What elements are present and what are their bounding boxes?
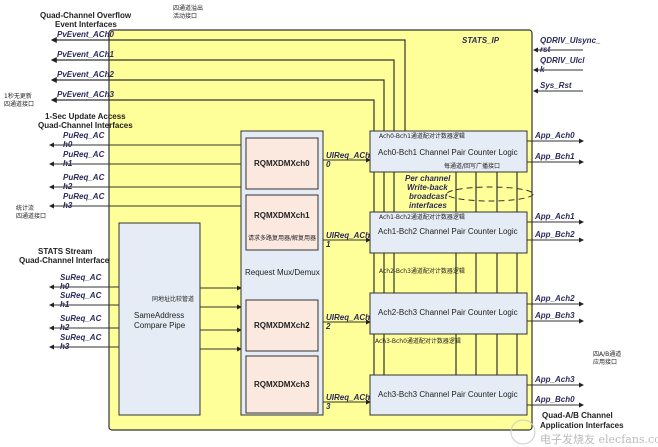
app-ach0-label: App_Ach0 [534, 131, 575, 140]
su-req-lines [49, 284, 242, 352]
pu-req-label-0b: h0 [63, 140, 73, 149]
pu-req-label-3b: h3 [63, 201, 73, 210]
pu-req-label-0: PuReq_AC [63, 131, 105, 140]
pv-event-label-2: PvEvent_ACh2 [57, 70, 114, 79]
counter-logic-3 [369, 374, 528, 416]
compare-label-2: Compare Pipe [134, 321, 186, 330]
rqmx-ch3 [245, 355, 319, 414]
counter-logic-0-label: Ach0-Bch1 Channel Pair Counter Logic [378, 148, 518, 157]
stream-heading: STATS Stream [38, 247, 92, 256]
rqmx-ch2-label: RQMXDMXch2 [254, 321, 310, 330]
app-bch0-label: App_Bch0 [534, 395, 575, 404]
qdriv-uiclk-label: QDRIV_UIcl [540, 56, 585, 65]
compare-zh-note: 同地址比较管道 [152, 295, 194, 303]
rqmx-ch0-label: RQMXDMXch0 [254, 159, 310, 168]
pu-req-label-1b: h1 [63, 159, 73, 168]
app-bch2-label: App_Bch2 [534, 230, 575, 239]
su-req-label-3: SuReq_AC [60, 333, 102, 342]
overflow-zh-note-2: 活动接口 [173, 12, 197, 20]
mux-label: Request Mux/Demux [245, 268, 320, 277]
same-address-compare-pipe [118, 222, 201, 416]
app-ach1-label: App_Ach1 [534, 212, 575, 221]
writeback-dashed-ellipse [446, 186, 534, 202]
writeback-label: Per channel [405, 174, 451, 183]
counter-logic-0 [369, 130, 528, 173]
ui-req-label-2: UIReq_ACh [326, 313, 370, 322]
rqmx-ch2 [245, 299, 319, 352]
stream-heading-2: Quad-Channel Interface [19, 256, 110, 265]
ui-req-label-0: UIReq_ACh [326, 151, 370, 160]
app-heading: Quad-A/B Channel [542, 411, 613, 420]
qdriv-uiclk-label-2: k [540, 65, 545, 74]
pv-event-label-3: PvEvent_ACh3 [57, 90, 114, 99]
ui-req-label-3: UIReq_ACh [326, 393, 370, 402]
compare-label: SameAddress [134, 311, 184, 320]
pu-req-label-2: PuReq_AC [63, 173, 105, 182]
qdriv-uisync-rst-label-2: rst [540, 45, 551, 54]
counter-logic-1 [369, 211, 528, 254]
update-zh-note-2: 四通道接口 [4, 100, 34, 108]
su-req-label-1b: h1 [60, 300, 70, 309]
pair2-zh-note: Ach2-Bch3通道配对计数器逻辑 [379, 267, 465, 275]
rqmx-ch0 [245, 137, 319, 190]
pu-req-label-1: PuReq_AC [63, 150, 105, 159]
writeback-label-3: broadcast [409, 192, 448, 201]
rqmx-ch1 [245, 194, 319, 251]
pair0-zh-note: Ach0-Bch1通道配对计数器逻辑 [379, 132, 465, 140]
stream-zh-note: 统计流 [16, 204, 34, 212]
watermark-logo-icon [510, 419, 536, 445]
stats-ip-title: STATS_IP [462, 36, 500, 45]
pair1-zh-note: Ach1-Bch2通道配对计数器逻辑 [379, 213, 465, 221]
ui-req-lines [323, 157, 371, 405]
pair3-zh-note: Ach3-Bch0通道配对计数器逻辑 [375, 337, 461, 345]
su-req-label-2b: h2 [60, 323, 70, 332]
mux-zh-note: 请求多路复用器/解复用器 [248, 234, 316, 242]
sys-rst-label: Sys_Rst [540, 81, 572, 90]
watermark: 电子发烧友 elecfans.com [540, 432, 658, 446]
update-heading-2: Quad-Channel Interfaces [38, 121, 133, 130]
app-zh-note: 四A/B通道 [593, 350, 621, 358]
app-ach2-label: App_Ach2 [534, 294, 575, 303]
su-req-label-1: SuReq_AC [60, 291, 102, 300]
pu-req-lines [49, 142, 241, 209]
overflow-heading: Quad-Channel Overflow [40, 11, 132, 20]
ui-req-label-1: UIReq_ACh [326, 231, 370, 240]
update-heading: 1-Sec Update Access [45, 112, 126, 121]
rqmx-ch1-label: RQMXDMXch1 [254, 211, 310, 220]
stream-zh-note-2: 四通道接口 [16, 212, 46, 220]
pu-req-label-2b: h2 [63, 182, 73, 191]
app-bch1-label: App_Bch1 [534, 152, 575, 161]
pv-event-lines [50, 37, 518, 375]
app-zh-note-2: 应用接口 [593, 358, 617, 366]
pv-event-label-1: PvEvent_ACh1 [57, 50, 114, 59]
counter-logic-1-label: Ach1-Bch2 Channel Pair Counter Logic [378, 227, 518, 236]
app-ach3-label: App_Ach3 [534, 375, 575, 384]
update-zh-note: 1秒无更新 [4, 92, 32, 100]
app-heading-2: Application Interfaces [540, 421, 624, 430]
ui-req-label-0b: 0 [326, 160, 331, 169]
pv-event-label-0: PvEvent_ACh0 [57, 30, 114, 39]
counter-logic-2-label: Ach2-Bch3 Channel Pair Counter Logic [378, 308, 518, 317]
writeback-label-2: Write-back [407, 183, 448, 192]
ui-req-label-3b: 3 [326, 402, 331, 411]
writeback-label-4: interfaces [409, 201, 447, 210]
ui-req-label-1b: 1 [326, 240, 331, 249]
rqmx-ch3-label: RQMXDMXch3 [254, 380, 310, 389]
su-req-label-0: SuReq_AC [60, 273, 102, 282]
pu-req-label-3: PuReq_AC [63, 192, 105, 201]
qdriv-uisync-rst-label: QDRIV_UIsync_ [540, 36, 601, 45]
overflow-heading-2: Event Interfaces [55, 20, 117, 29]
writeback-zh-note: 每通道/回写广播接口 [444, 162, 500, 170]
su-req-label-0b: h0 [60, 282, 70, 291]
su-req-label-3b: h3 [60, 342, 70, 351]
app-bch3-label: App_Bch3 [534, 311, 575, 320]
counter-logic-2 [369, 292, 528, 335]
app-output-lines [527, 138, 584, 408]
overflow-zh-note: 四通道溢出 [173, 4, 203, 12]
right-input-lines [533, 47, 583, 94]
counter-logic-3-label: Ach3-Bch3 Channel Pair Counter Logic [378, 390, 518, 399]
su-req-label-2: SuReq_AC [60, 314, 102, 323]
ui-req-label-2b: 2 [325, 322, 331, 331]
